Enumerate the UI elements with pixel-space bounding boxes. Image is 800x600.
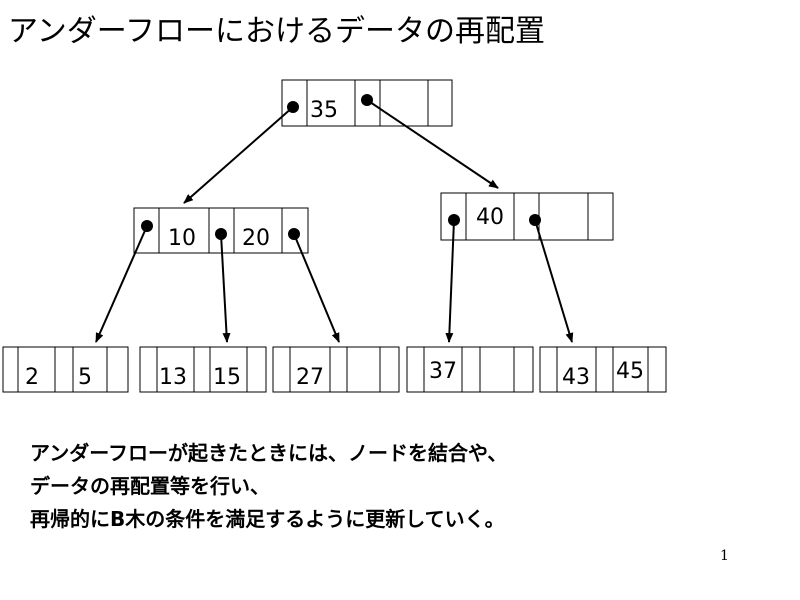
leaf-node-3: 27 [272,346,400,393]
key-15: 15 [213,365,241,390]
leaf-node-4: 37 [406,346,534,393]
arrow-to-leaf-1 [95,225,148,343]
internal-node-right: 40 [440,192,614,241]
key-35: 35 [310,98,338,123]
arrow-to-leaf-4 [445,219,455,343]
caption-line-1: アンダーフローが起きたときには、ノードを結合や、 [30,441,508,465]
key-37: 37 [429,359,457,384]
caption-line-2: データの再配置等を行い、 [30,474,270,498]
root-node: 35 [281,79,453,127]
arrow-root-right [366,99,499,189]
key-2: 2 [25,365,39,390]
key-40: 40 [476,205,504,230]
arrow-root-left [183,106,294,204]
slide-title: アンダーフローにおけるデータの再配置 [8,14,545,49]
page-number: 1 [720,548,729,564]
arrow-to-leaf-3 [293,233,340,343]
leaf-node-2: 13 15 [139,346,267,393]
key-27: 27 [296,365,324,390]
key-43: 43 [562,365,590,390]
key-45: 45 [616,359,644,384]
arrow-to-leaf-2 [220,233,231,343]
key-13: 13 [159,365,187,390]
caption: アンダーフローが起きたときには、ノードを結合や、 データの再配置等を行い、 再帰… [30,437,507,536]
key-20: 20 [242,226,270,251]
key-10: 10 [168,226,196,251]
key-5: 5 [78,365,92,390]
arrow-to-leaf-5 [534,219,574,343]
caption-line-3: 再帰的にB木の条件を満足するように更新していく。 [30,507,505,531]
leaf-node-5: 43 45 [539,346,667,393]
leaf-node-1: 2 5 [2,346,129,393]
